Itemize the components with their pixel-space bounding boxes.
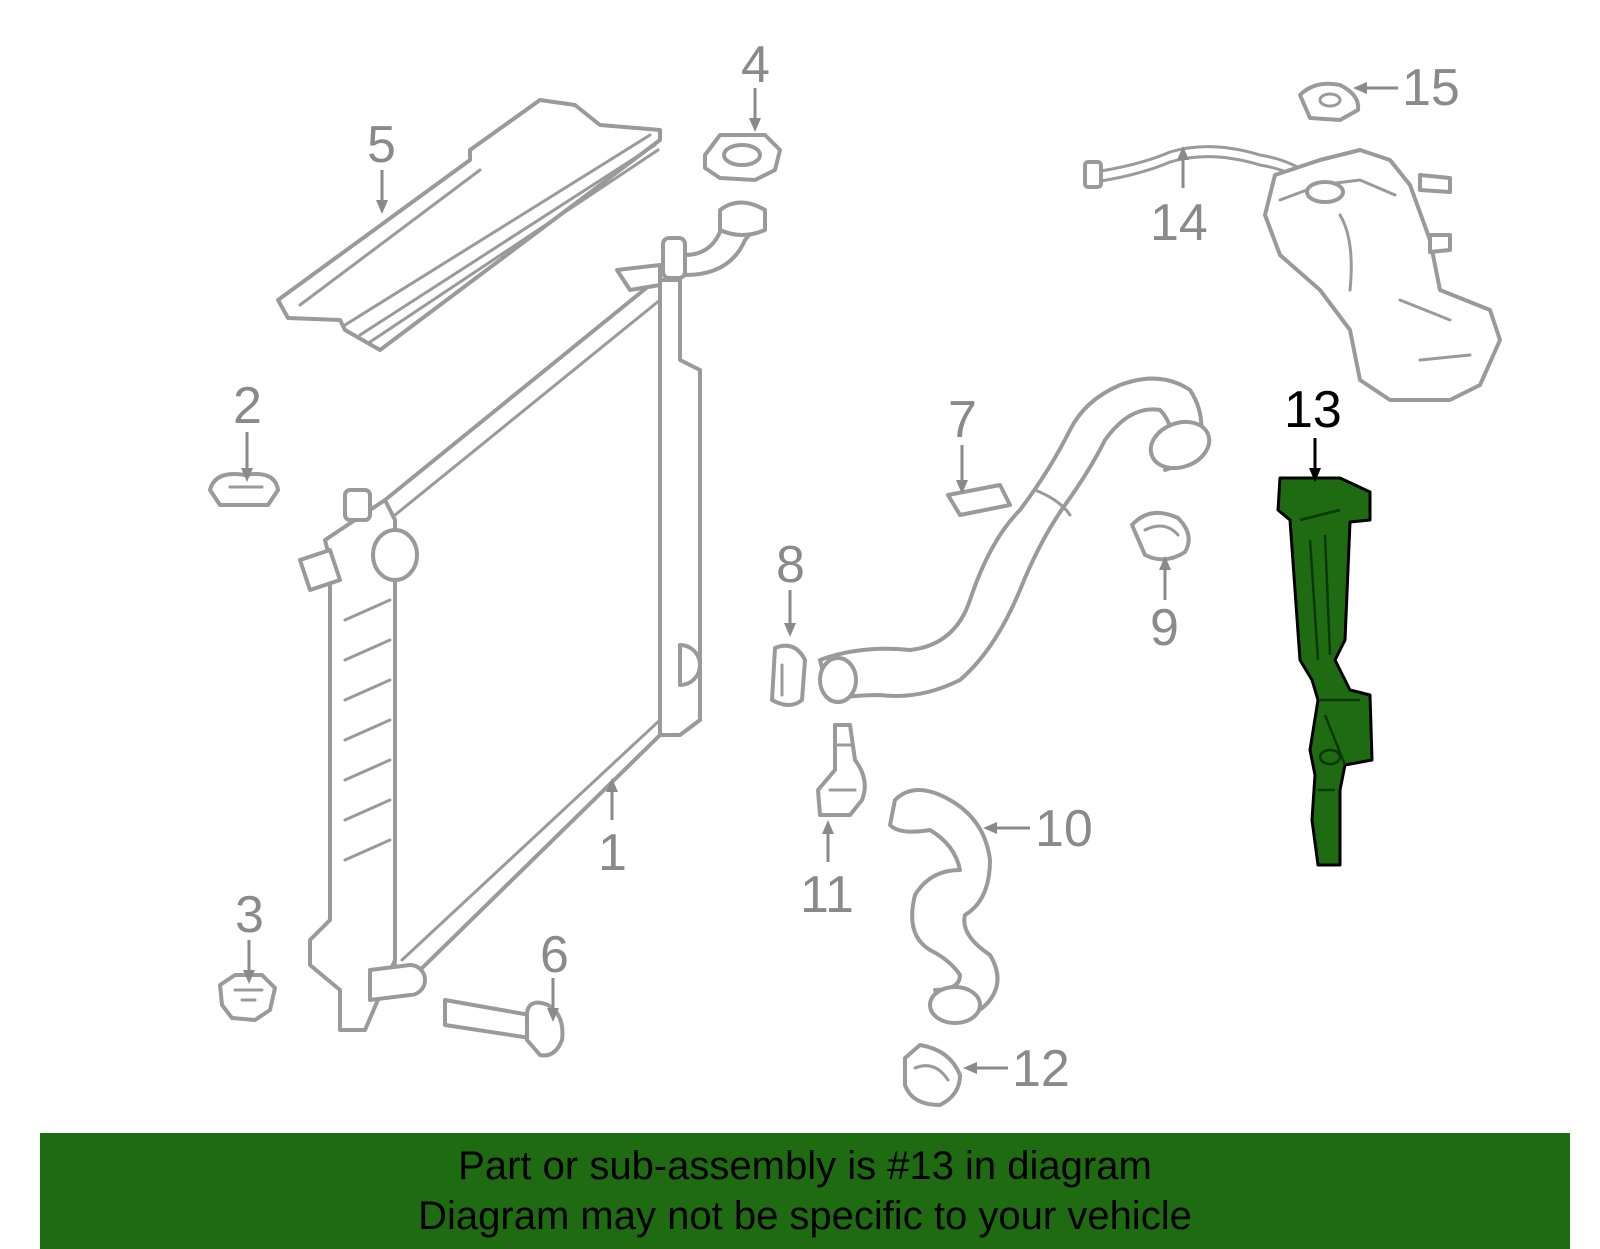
arrow-1 — [606, 778, 618, 792]
callout-label-4: 4 — [741, 36, 770, 94]
part-3-clip — [218, 973, 277, 1022]
callout-label-1: 1 — [598, 824, 627, 882]
part-6-bolt — [443, 998, 565, 1058]
info-banner: Part or sub-assembly is #13 in diagram D… — [40, 1133, 1570, 1249]
arrow-7 — [956, 480, 968, 494]
part-10-lower-hose — [888, 788, 1000, 1025]
arrow-4 — [749, 118, 761, 132]
callout-label-5: 5 — [367, 116, 396, 174]
coolant-reservoir — [1263, 148, 1502, 402]
banner-line-part-number: Part or sub-assembly is #13 in diagram — [458, 1144, 1152, 1188]
arrow-2 — [241, 468, 253, 482]
arrow-10 — [983, 822, 997, 834]
part-13-air-deflector — [1276, 476, 1374, 867]
part-8-clamp — [770, 643, 807, 707]
callout-labels: 1 2 3 4 5 6 7 8 9 10 11 12 13 14 15 — [233, 36, 1460, 1098]
callout-label-3: 3 — [235, 886, 264, 944]
callout-label-15: 15 — [1402, 59, 1460, 117]
part-7-upper-hose — [818, 376, 1212, 704]
callout-label-13: 13 — [1284, 381, 1342, 439]
callout-label-8: 8 — [776, 536, 805, 594]
callout-label-2: 2 — [233, 377, 262, 435]
arrow-6 — [547, 1008, 559, 1022]
part-2-clip — [208, 472, 280, 507]
callout-label-11: 11 — [800, 866, 854, 924]
part-4-radiator-cap — [703, 133, 782, 237]
part-5-upper-seal — [276, 98, 662, 352]
part-1-radiator — [298, 208, 764, 1032]
arrow-12 — [963, 1062, 977, 1074]
callout-label-14: 14 — [1150, 194, 1208, 252]
banner-line-disclaimer: Diagram may not be specific to your vehi… — [418, 1194, 1192, 1238]
callout-leaders — [241, 82, 1398, 1074]
arrow-5 — [376, 200, 388, 214]
part-9-clamp — [1130, 510, 1191, 562]
callout-label-6: 6 — [540, 926, 569, 984]
part-11-clamp — [816, 723, 867, 817]
callout-label-12: 12 — [1012, 1040, 1070, 1098]
arrow-3 — [243, 970, 255, 984]
arrow-11 — [822, 820, 834, 834]
arrow-9 — [1159, 556, 1171, 570]
arrow-13 — [1309, 468, 1321, 482]
callout-label-9: 9 — [1150, 599, 1179, 657]
callout-label-7: 7 — [948, 391, 977, 449]
part-12-clamp — [903, 1043, 962, 1107]
arrow-14 — [1177, 146, 1189, 160]
part-15-reservoir-cap — [1298, 81, 1361, 122]
arrow-8 — [784, 623, 796, 637]
callout-label-10: 10 — [1035, 800, 1093, 858]
arrow-15 — [1353, 82, 1367, 94]
